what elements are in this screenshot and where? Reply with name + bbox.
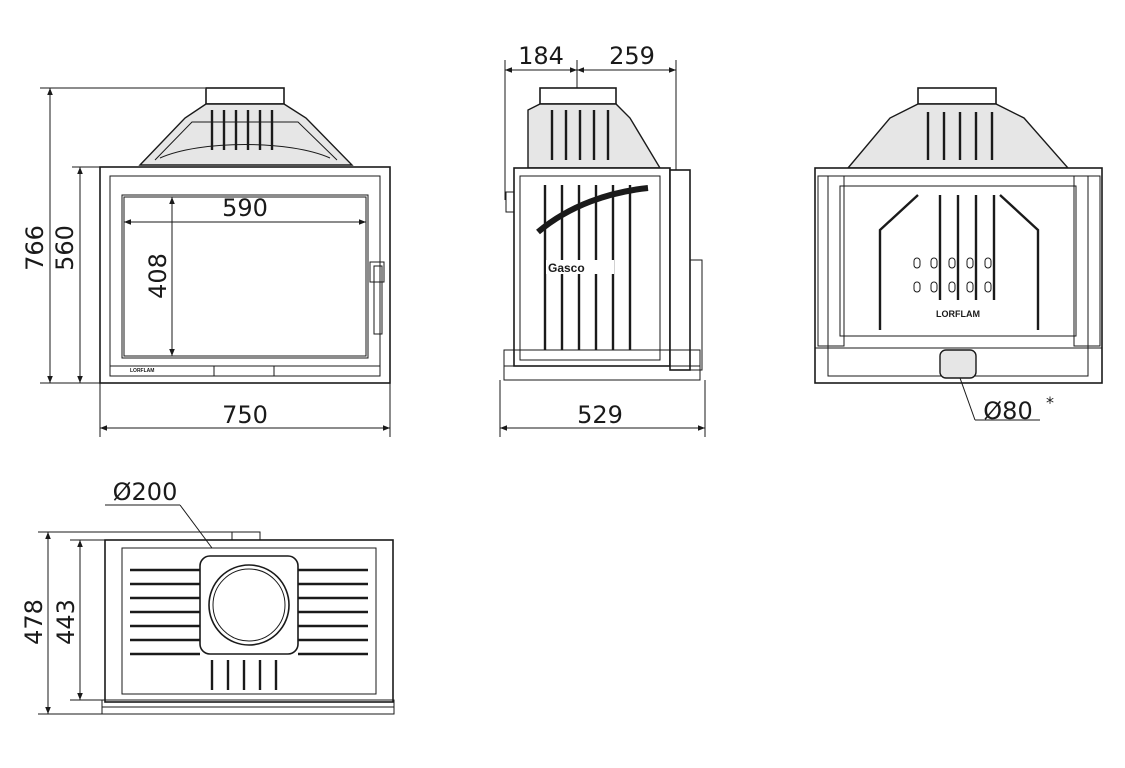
glass [121, 194, 369, 359]
back-flue-collar [917, 87, 997, 105]
dim-total-depth: 529 [577, 401, 623, 429]
dim-depth-184: 184 [518, 42, 564, 70]
flue-diameter: Ø200 [113, 478, 178, 506]
dim-body-height: 560 [51, 225, 79, 271]
air-inlet-diameter: Ø80 [983, 397, 1032, 425]
back-view: LORFLAM Ø80 * [814, 87, 1103, 425]
side-door-logo: Gasco [548, 261, 585, 275]
dim-top-depth-478: 478 [20, 599, 48, 645]
back-hood [846, 103, 1070, 169]
top-view: Ø200 478 443 [20, 478, 395, 715]
dim-glass-width: 590 [222, 194, 268, 222]
air-inlet-note: * [1046, 393, 1054, 412]
door-handle [369, 261, 385, 283]
side-door [669, 169, 691, 371]
dim-total-width: 750 [222, 401, 268, 429]
side-flue-collar [539, 87, 617, 105]
dim-depth-259: 259 [609, 42, 655, 70]
hood [138, 103, 354, 166]
flue-collar [205, 87, 285, 105]
back-brand: LORFLAM [936, 309, 980, 319]
dim-top-depth-443: 443 [52, 599, 80, 645]
side-view: Gasco 184 259 529 [499, 42, 706, 437]
dim-total-height: 766 [21, 225, 49, 271]
front-frame [99, 166, 391, 384]
front-base-logo: LORFLAM [130, 368, 154, 374]
dim-glass-height: 408 [144, 253, 172, 299]
air-inlet [939, 349, 977, 379]
front-view: LORFLAM 590 408 766 560 750 [21, 87, 391, 437]
flue-outlet [208, 564, 290, 646]
